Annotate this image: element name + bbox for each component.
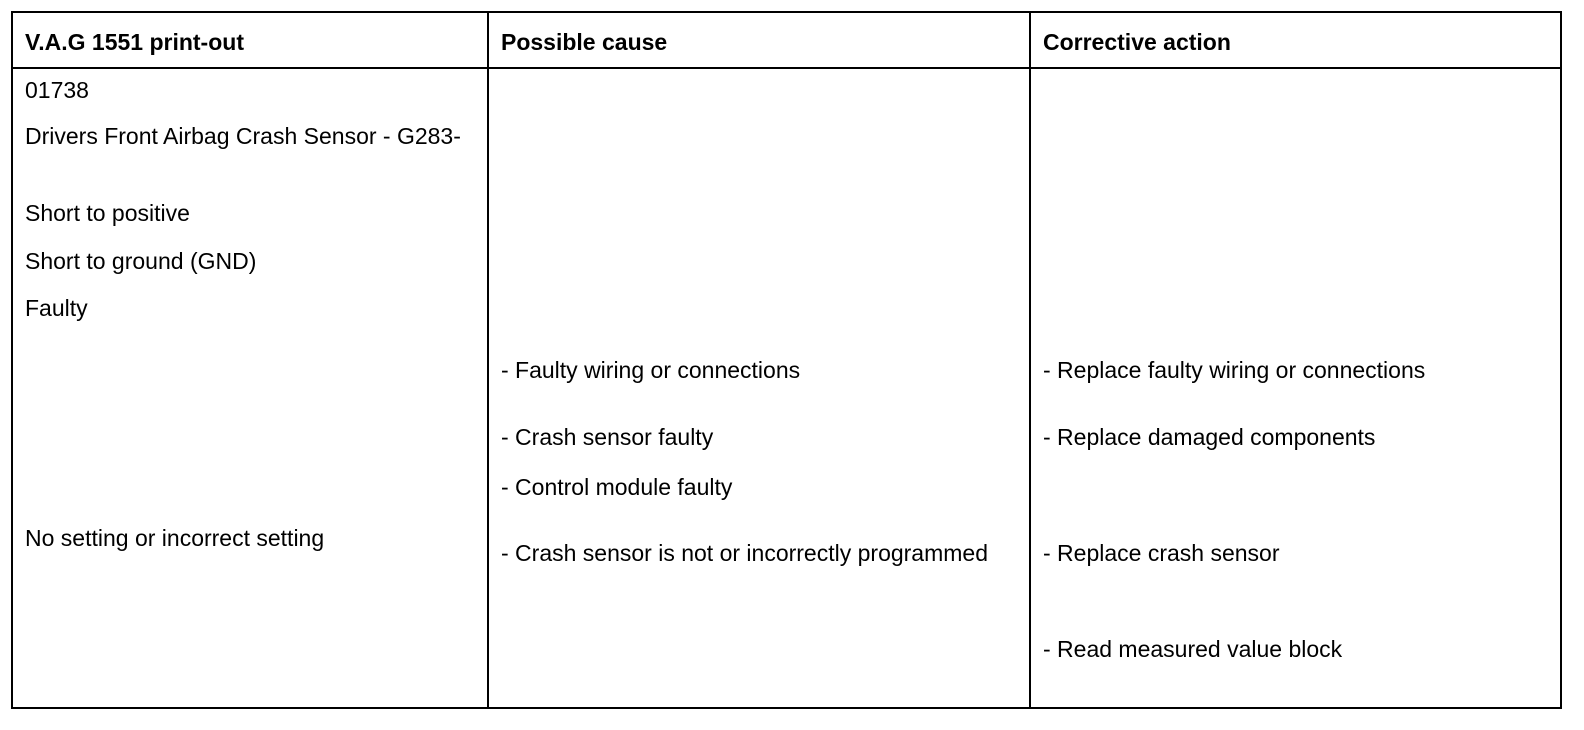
header-printout: V.A.G 1551 print-out [25, 29, 244, 55]
column-divider-1 [487, 13, 489, 707]
symptom-short-to-ground: Short to ground (GND) [25, 248, 257, 274]
action-replace-crash-sensor: - Replace crash sensor [1043, 540, 1280, 566]
header-corrective-action: Corrective action [1043, 29, 1231, 55]
fault-table: V.A.G 1551 print-out Possible cause Corr… [11, 11, 1562, 709]
header-possible-cause: Possible cause [501, 29, 668, 55]
cause-faulty-wiring: - Faulty wiring or connections [501, 357, 801, 383]
cause-control-module-faulty: - Control module faulty [501, 474, 733, 500]
fault-code: 01738 [25, 77, 89, 103]
cause-crash-sensor-faulty: - Crash sensor faulty [501, 424, 714, 450]
action-replace-components: - Replace damaged components [1043, 424, 1376, 450]
action-replace-wiring: - Replace faulty wiring or connections [1043, 357, 1426, 383]
column-divider-2 [1029, 13, 1031, 707]
symptom-no-setting: No setting or incorrect setting [25, 525, 325, 551]
symptom-faulty: Faulty [25, 295, 88, 321]
symptom-short-to-positive: Short to positive [25, 200, 190, 226]
action-read-measured-value-block: - Read measured value block [1043, 636, 1343, 662]
table-header-row: V.A.G 1551 print-out Possible cause Corr… [13, 13, 1560, 69]
cause-not-programmed: - Crash sensor is not or incorrectly pro… [501, 540, 988, 566]
component-name: Drivers Front Airbag Crash Sensor - G283… [25, 123, 461, 149]
